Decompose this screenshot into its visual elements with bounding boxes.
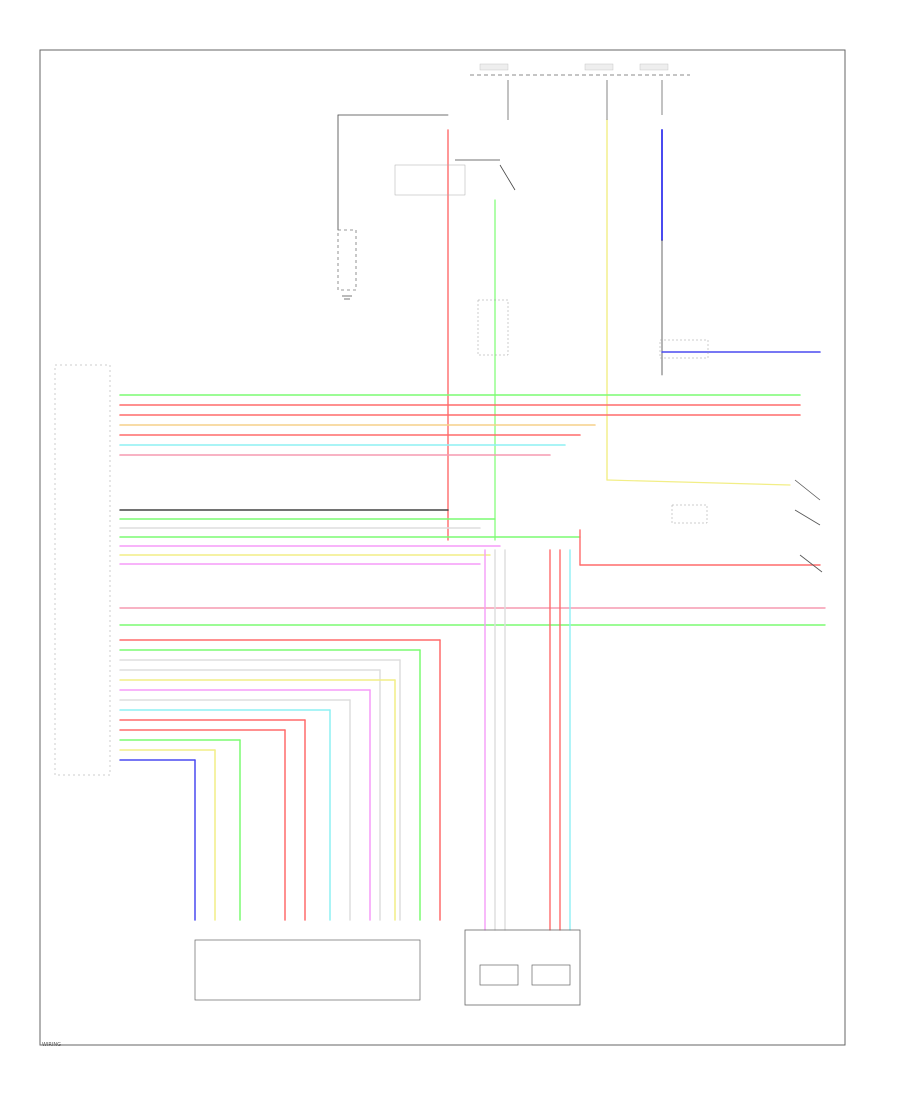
wire-right-yellow xyxy=(606,479,791,486)
page-code: WIRING xyxy=(42,1042,61,1048)
static-layer: WIRING xyxy=(42,63,823,1048)
diagram-frame xyxy=(39,49,846,1046)
wires-layer xyxy=(119,114,826,931)
